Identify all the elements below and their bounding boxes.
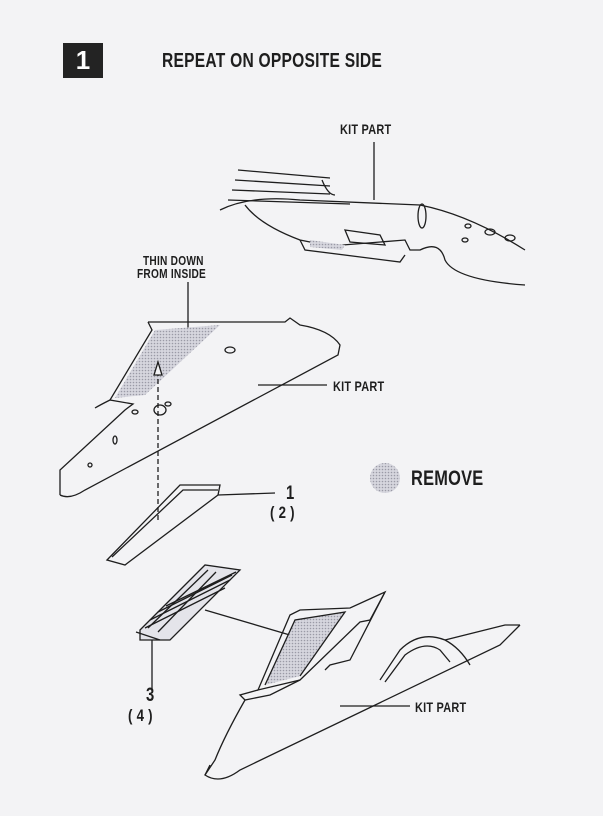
wing-kit-part [59,282,341,498]
kit-part-label-wing: KIT PART [333,378,385,394]
part-1-insert [105,484,276,566]
kit-part-label-top: KIT PART [340,121,392,137]
part-4-label: ( 4 ) [128,706,153,725]
remove-legend-label: REMOVE [411,467,484,490]
step-title: REPEAT ON OPPOSITE SIDE [162,50,383,72]
part-1-label: 1 [286,483,295,504]
fuselage-kit-part [219,142,526,286]
part-3-label: 3 [146,685,155,706]
part-2-label: ( 2 ) [270,503,295,522]
part-3-grid-insert [135,564,308,690]
step-number-badge: 1 [63,43,103,78]
thin-down-label-line1: THIN DOWN [143,253,204,268]
kit-part-label-bottom: KIT PART [415,699,467,715]
remove-marker-circle [370,463,400,493]
thin-down-label-line2: FROM INSIDE [137,266,207,281]
lower-kit-part [204,590,521,780]
